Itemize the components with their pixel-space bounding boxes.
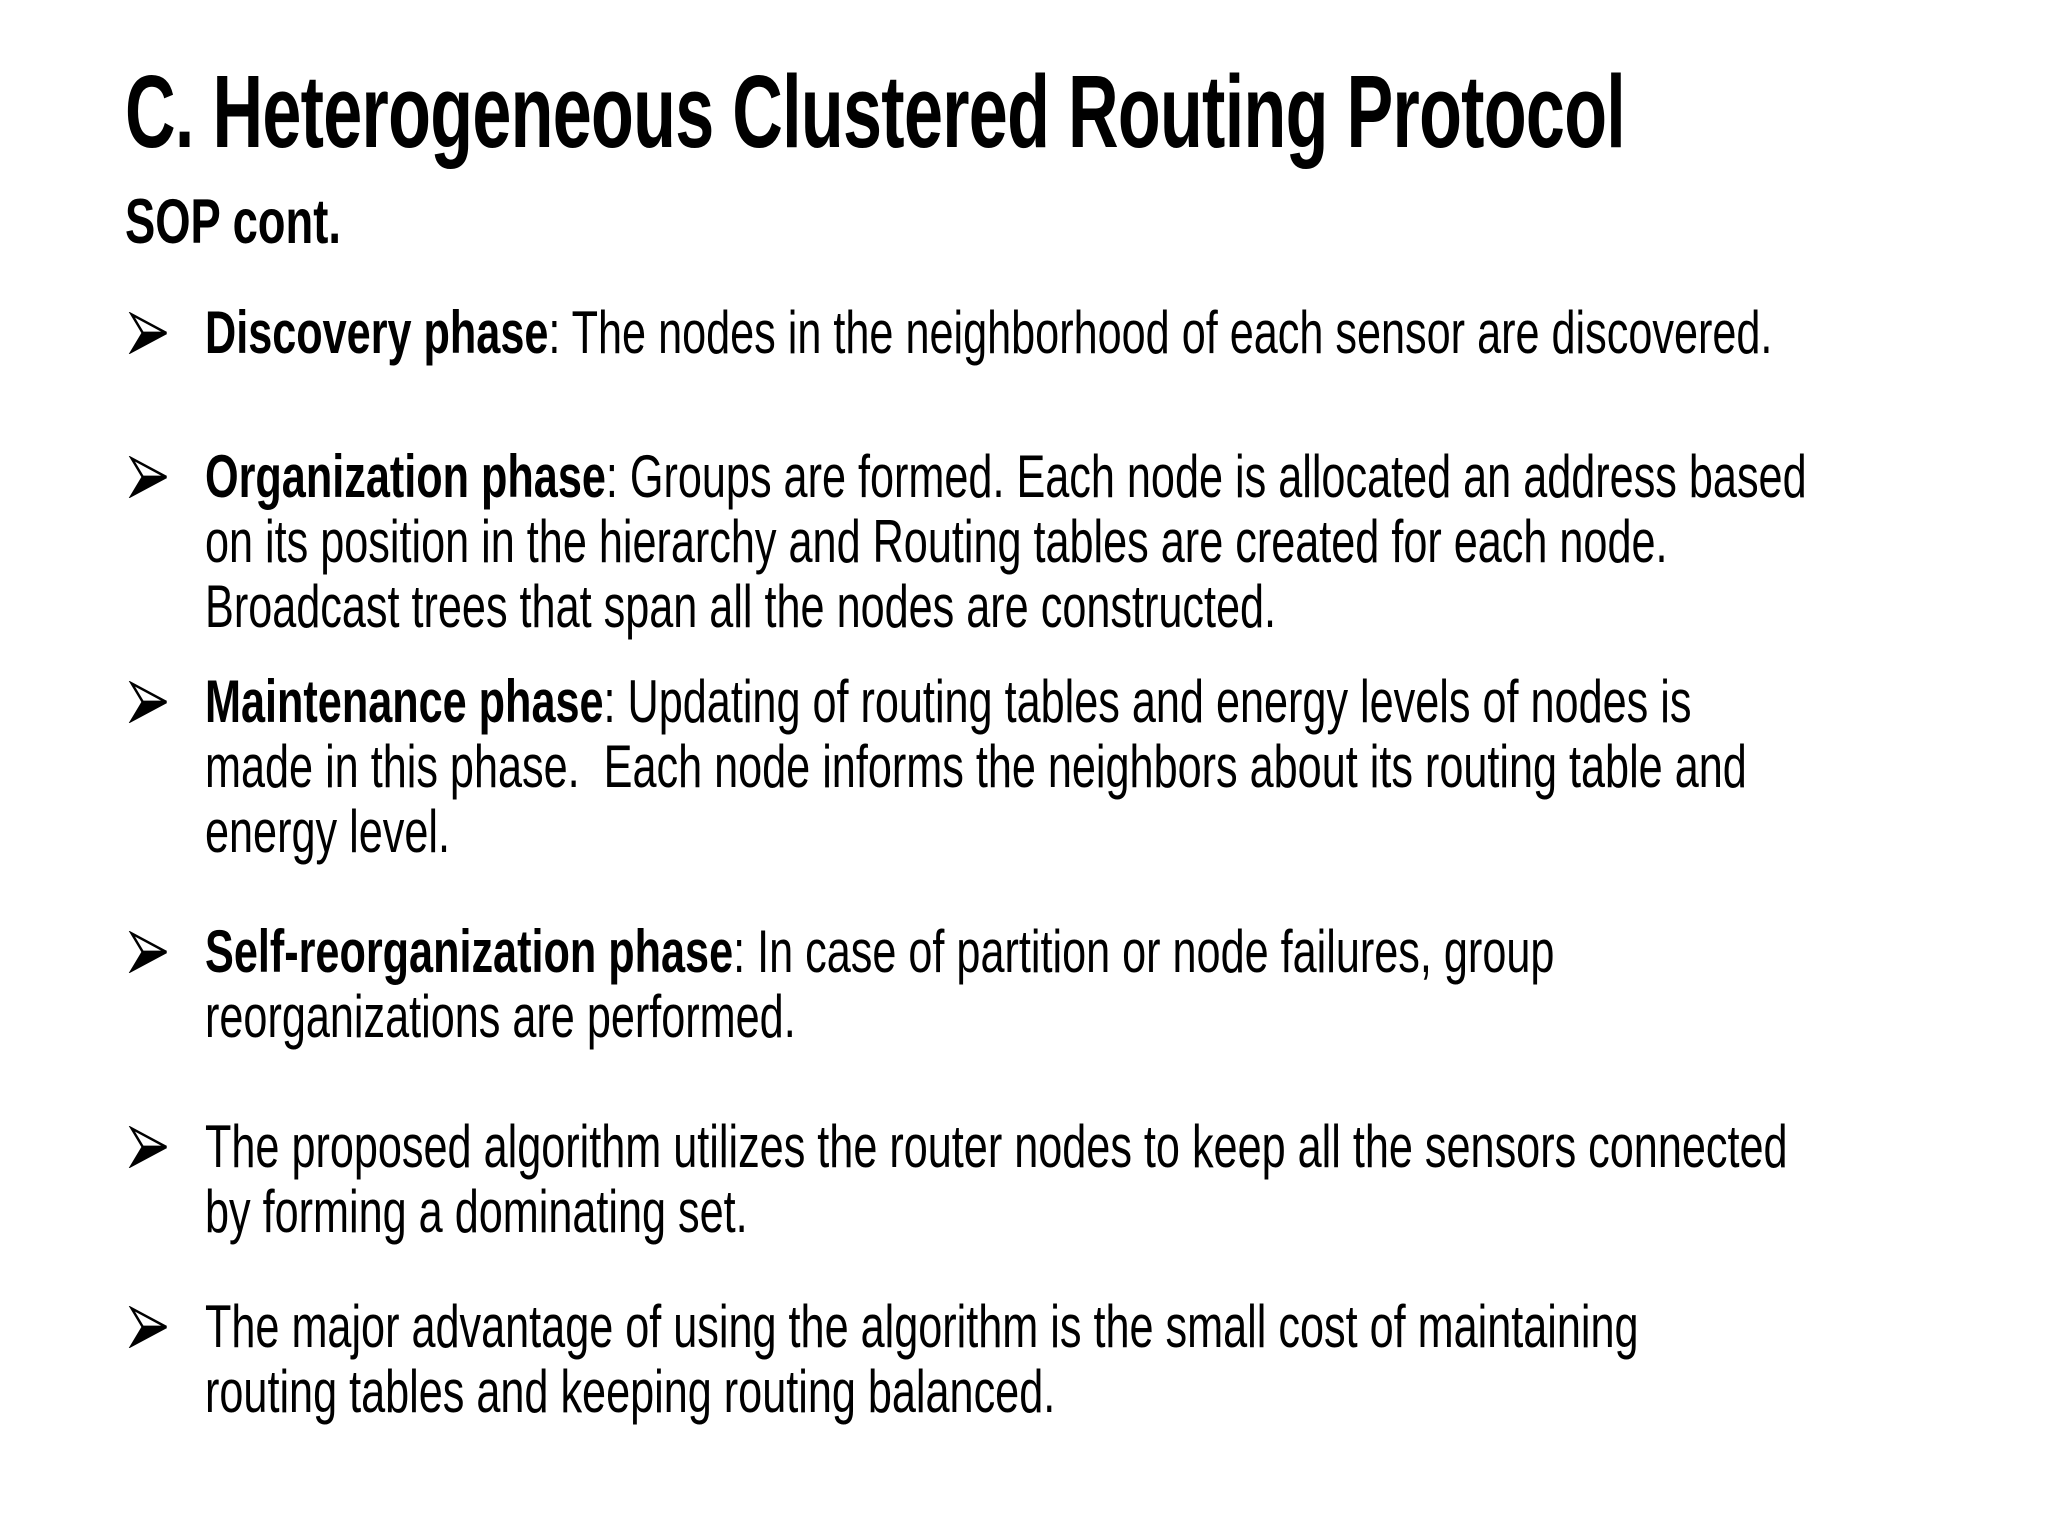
- bullet-line: on its position in the hierarchy and Rou…: [205, 508, 1668, 575]
- bullet-lead: Organization phase: [205, 443, 606, 510]
- bullet-line: made in this phase. Each node informs th…: [205, 733, 1747, 800]
- slide-title: C. Heterogeneous Clustered Routing Proto…: [125, 56, 2048, 168]
- bullet-line-text: The major advantage of using the algorit…: [205, 1293, 1639, 1360]
- bullet-line-text: Updating of routing tables and energy le…: [627, 668, 1692, 735]
- bullet-line-text: Groups are formed. Each node is allocate…: [629, 443, 1807, 510]
- bullet-line: energy level.: [205, 798, 450, 865]
- bullet-text: Self-reorganization phase: In case of pa…: [205, 919, 2048, 1049]
- bullet-line-text: In case of partition or node failures, g…: [757, 918, 1555, 985]
- bullet-text: The major advantage of using the algorit…: [205, 1294, 2048, 1424]
- bullet-text: Organization phase: Groups are formed. E…: [205, 444, 2048, 639]
- bullet-text: Maintenance phase: Updating of routing t…: [205, 669, 2048, 864]
- arrow-bullet-icon: [128, 1126, 170, 1168]
- arrow-bullet-icon: [128, 456, 170, 498]
- bullet-line-text: The proposed algorithm utilizes the rout…: [205, 1113, 1788, 1180]
- bullet-lead: Discovery phase: [205, 299, 549, 366]
- slide-subtitle-text: SOP cont.: [125, 187, 341, 257]
- bullet-line: by forming a dominating set.: [205, 1178, 748, 1245]
- bullet-text: The proposed algorithm utilizes the rout…: [205, 1114, 2048, 1244]
- bullet-separator: :: [548, 299, 572, 366]
- arrow-bullet-icon: [128, 312, 170, 354]
- bullet-line: Broadcast trees that span all the nodes …: [205, 573, 1277, 640]
- arrow-bullet-icon: [128, 1306, 170, 1348]
- bullet-text: Discovery phase: The nodes in the neighb…: [205, 300, 2048, 365]
- bullet-line: Self-reorganization phase: In case of pa…: [205, 919, 2048, 984]
- bullet-line: routing tables and keeping routing balan…: [205, 1358, 1056, 1425]
- arrow-bullet-icon: [128, 681, 170, 723]
- bullet-line-text: The nodes in the neighborhood of each se…: [571, 299, 1773, 366]
- bullet-line: The major advantage of using the algorit…: [205, 1294, 2048, 1359]
- bullet-line: reorganizations are performed.: [205, 983, 796, 1050]
- slide-subtitle: SOP cont.: [125, 190, 425, 254]
- bullet-line: The proposed algorithm utilizes the rout…: [205, 1114, 2048, 1179]
- bullet-separator: :: [605, 443, 630, 510]
- bullet-separator: :: [733, 918, 758, 985]
- bullet-line: Organization phase: Groups are formed. E…: [205, 444, 2048, 509]
- bullet-line: Discovery phase: The nodes in the neighb…: [205, 300, 2048, 365]
- bullet-line: Maintenance phase: Updating of routing t…: [205, 669, 2048, 734]
- bullet-lead: Self-reorganization phase: [205, 918, 734, 985]
- slide-title-text: C. Heterogeneous Clustered Routing Proto…: [125, 54, 1626, 169]
- bullet-separator: :: [603, 668, 628, 735]
- bullet-lead: Maintenance phase: [205, 668, 604, 735]
- arrow-bullet-icon: [128, 931, 170, 973]
